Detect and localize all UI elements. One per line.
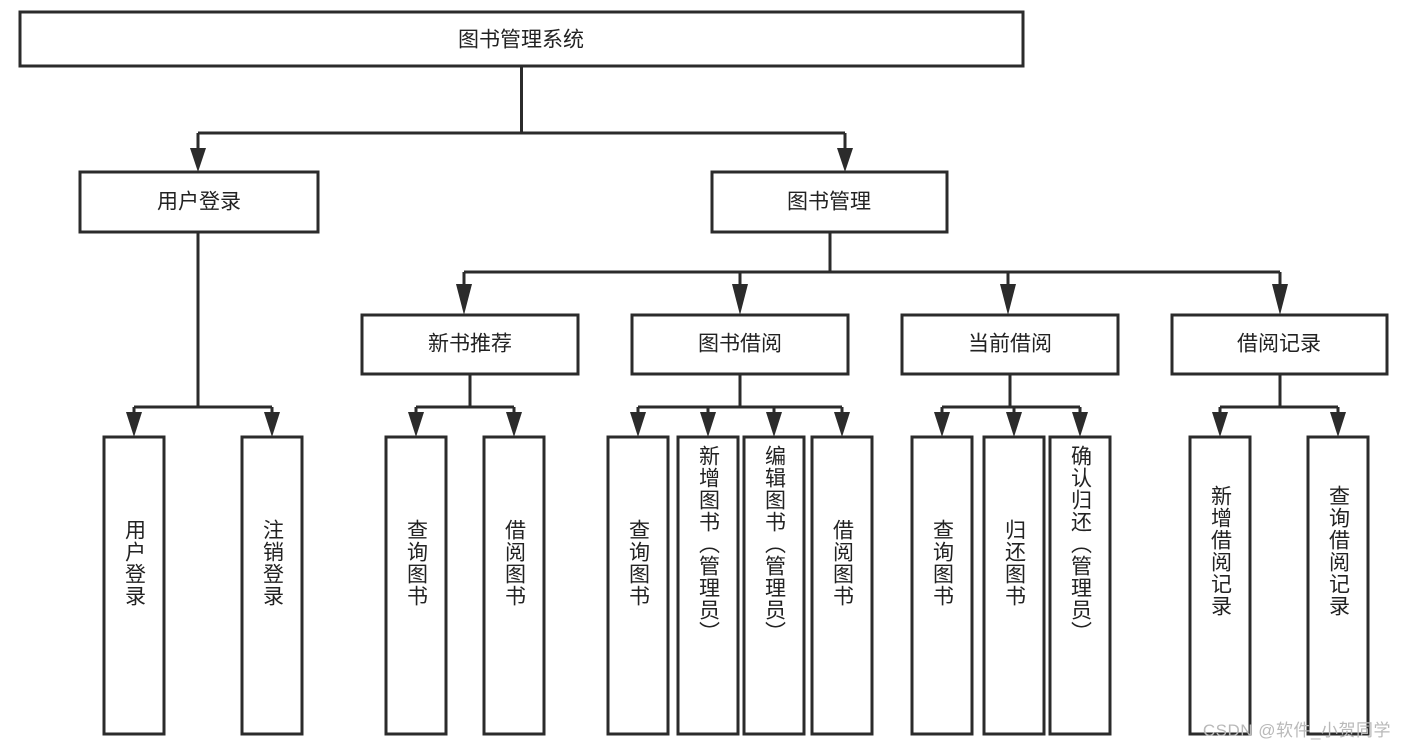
arrow-head-borrow-l1 [630, 412, 646, 437]
node-leaf-edit-book-rect[interactable] [742, 435, 806, 736]
node-borrow-records-label: 借阅记录 [1237, 333, 1321, 356]
edge-layer [126, 66, 1346, 437]
arrow-head-newbook [456, 284, 472, 315]
arrow-head-newbook-l2 [506, 412, 522, 437]
node-current-borrow[interactable]: 当前借阅 [900, 313, 1120, 376]
node-book-management[interactable]: 图书管理 [710, 170, 949, 234]
node-new-book-recommend-rect[interactable] [360, 313, 580, 376]
node-leaf-confirm-return-rect[interactable] [1048, 435, 1112, 736]
node-book-management-rect[interactable] [710, 170, 949, 234]
arrow-head-borrow-l3 [766, 412, 782, 437]
node-leaf-query-book-3-rect[interactable] [910, 435, 974, 736]
node-leaf-borrow-book-2-rect[interactable] [810, 435, 874, 736]
arrow-head-book-mgmt [837, 148, 853, 172]
arrow-head-leaf-user-login [126, 412, 142, 437]
node-borrow-records[interactable]: 借阅记录 [1170, 313, 1389, 376]
arrow-head-newbook-l1 [408, 412, 424, 437]
node-book-borrow-rect[interactable] [630, 313, 850, 376]
watermark: CSDN @软件_小贺同学 [1202, 721, 1391, 740]
arrow-head-current [1000, 284, 1016, 315]
arrow-head-borrow-l4 [834, 412, 850, 437]
arrow-head-leaf-logout [264, 412, 280, 437]
node-root-label: 图书管理系统 [458, 29, 584, 52]
node-leaf-add-record-rect[interactable] [1188, 435, 1252, 736]
arrow-head-records [1272, 284, 1288, 315]
node-user-login[interactable]: 用户登录 [78, 170, 320, 234]
arrow-head-records-l1 [1212, 412, 1228, 437]
node-leaf-borrow-book-1-rect[interactable] [482, 435, 546, 736]
node-leaf-logout-rect[interactable] [240, 435, 304, 736]
arrow-head-current-l3 [1072, 412, 1088, 437]
node-leaf-query-book-2-rect[interactable] [606, 435, 670, 736]
node-layer: 图书管理系统 用户登录 图书管理 新书推荐 图书借阅 当前 [18, 10, 1389, 736]
node-book-borrow-label: 图书借阅 [698, 333, 782, 356]
arrow-head-borrow-l2 [700, 412, 716, 437]
node-root-rect[interactable] [18, 10, 1025, 68]
node-leaf-user-login-rect[interactable] [102, 435, 166, 736]
node-root[interactable]: 图书管理系统 [18, 10, 1025, 68]
node-leaf-query-book-1-rect[interactable] [384, 435, 448, 736]
node-book-management-label: 图书管理 [787, 191, 871, 214]
node-leaf-add-book-rect[interactable] [676, 435, 740, 736]
arrow-head-current-l2 [1006, 412, 1022, 437]
node-book-borrow[interactable]: 图书借阅 [630, 313, 850, 376]
node-new-book-recommend-label: 新书推荐 [428, 333, 512, 356]
node-current-borrow-label: 当前借阅 [968, 333, 1052, 356]
node-user-login-rect[interactable] [78, 170, 320, 234]
node-leaf-query-record-rect[interactable] [1306, 435, 1370, 736]
node-borrow-records-rect[interactable] [1170, 313, 1389, 376]
node-new-book-recommend[interactable]: 新书推荐 [360, 313, 580, 376]
node-current-borrow-rect[interactable] [900, 313, 1120, 376]
node-leaf-return-book-rect[interactable] [982, 435, 1046, 736]
arrow-head-borrow [732, 284, 748, 315]
arrow-head-records-l2 [1330, 412, 1346, 437]
arrow-head-user-login [190, 148, 206, 172]
arrow-head-current-l1 [934, 412, 950, 437]
node-user-login-label: 用户登录 [157, 191, 241, 214]
